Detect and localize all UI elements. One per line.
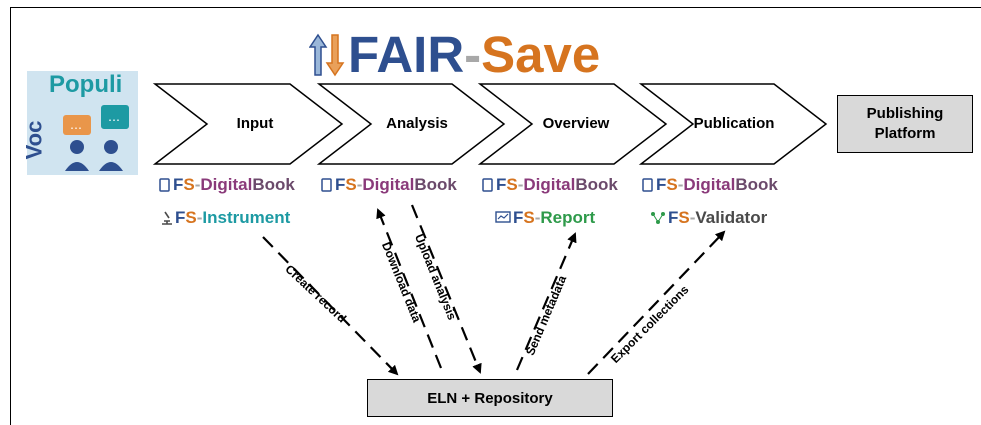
arrow-download-data: [376, 208, 443, 369]
vocpopuli-populi-text: Populi: [49, 71, 123, 98]
tablet-icon: [159, 178, 170, 192]
arrow-upload-analysis: [410, 204, 482, 374]
tablet-icon: [482, 178, 493, 192]
speech-bubbles-people-icon: … …: [63, 105, 129, 171]
svg-text:…: …: [108, 110, 120, 124]
chevron-analysis: [316, 83, 506, 165]
publishing-platform-box: Publishing Platform: [837, 95, 973, 153]
stage-overview-label: Overview: [542, 114, 610, 132]
tablet-icon: [321, 178, 332, 192]
network-nodes-icon: [651, 212, 665, 224]
title-fair: FAIR: [348, 25, 465, 83]
chevron-input: [152, 83, 344, 165]
chevron-overview: [477, 83, 668, 165]
stage-analysis-label: Analysis: [386, 114, 448, 132]
up-down-arrows-icon: [309, 33, 345, 77]
frame-top-border: [10, 7, 981, 8]
arrow-create-record: [262, 236, 399, 376]
microscope-icon: [162, 211, 172, 225]
arrow-export-collections: [587, 230, 726, 375]
chevron-publication: [638, 83, 828, 165]
title-save: Save: [481, 25, 601, 83]
stage-publication-label: Publication: [693, 114, 775, 132]
fair-save-title: FAIR-Save: [348, 24, 600, 84]
frame-left-border: [10, 7, 11, 425]
tablet-icon: [642, 178, 653, 192]
eln-repository-box: ELN + Repository: [367, 379, 613, 417]
vocpopuli-logo: Populi Voc … …: [21, 71, 138, 175]
title-dash: -: [464, 25, 482, 83]
svg-text:…: …: [70, 118, 82, 132]
stage-input-label: Input: [236, 114, 274, 132]
arrow-send-metadata: [515, 232, 577, 371]
chart-monitor-icon: [495, 211, 511, 223]
